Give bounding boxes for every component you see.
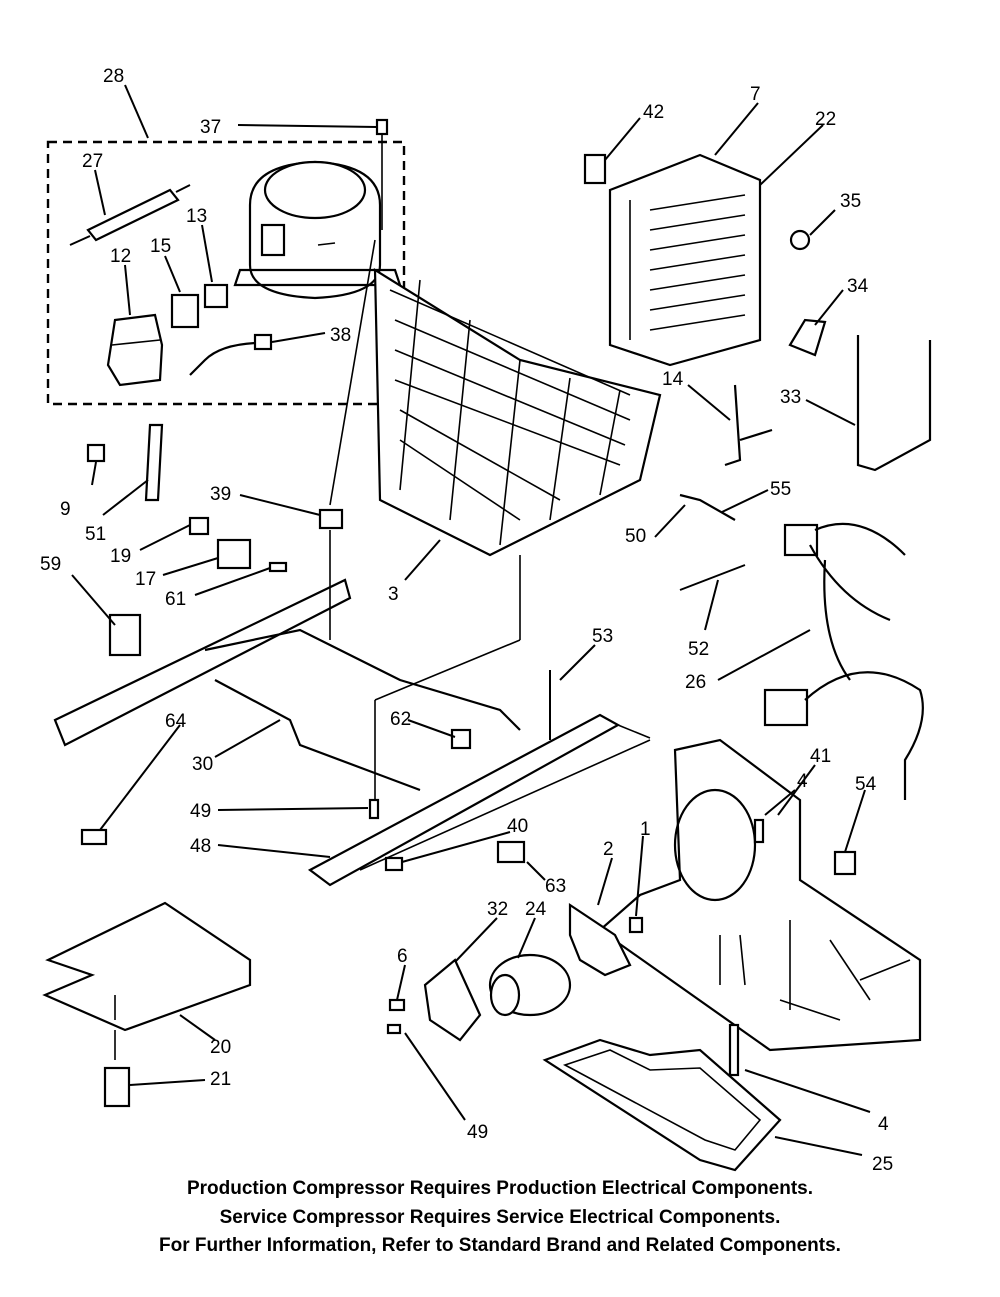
label-3: 3 xyxy=(388,584,399,605)
spring-part-64 xyxy=(80,828,108,846)
heater-part-33 xyxy=(856,335,932,472)
label-25: 25 xyxy=(872,1154,893,1175)
leader-lines xyxy=(71,84,871,1156)
relay-part-15 xyxy=(170,293,200,329)
compressor xyxy=(233,160,402,300)
note-production: Production Compressor Requires Productio… xyxy=(186,1178,814,1199)
label-6: 6 xyxy=(397,946,408,967)
label-1: 1 xyxy=(640,819,651,840)
assembly-lines xyxy=(114,135,651,1020)
label-20: 20 xyxy=(210,1037,231,1058)
rod-part-14 xyxy=(724,384,773,467)
label-24: 24 xyxy=(525,899,547,920)
grommet-part-37 xyxy=(375,118,389,136)
label-41: 41 xyxy=(810,746,831,767)
sensor-part-35 xyxy=(789,229,811,251)
label-32: 32 xyxy=(487,899,508,920)
label-49-bottom: 49 xyxy=(467,1122,488,1143)
grommet-part-21 xyxy=(103,1066,131,1108)
tube-part-51 xyxy=(144,423,164,502)
label-26: 26 xyxy=(685,672,706,693)
harness-part-26 xyxy=(763,522,924,800)
grommet-part-39 xyxy=(318,508,344,530)
clip-part-42 xyxy=(583,153,607,185)
label-30: 30 xyxy=(192,754,213,775)
drain-pan-part-25 xyxy=(542,1038,782,1172)
part-1 xyxy=(628,916,644,934)
label-42: 42 xyxy=(643,102,664,123)
nut-part-54 xyxy=(833,850,857,876)
bracket-part-34 xyxy=(788,318,827,357)
label-52: 52 xyxy=(688,639,709,660)
screw-part-4-top xyxy=(753,818,765,844)
label-12: 12 xyxy=(110,246,131,267)
label-35: 35 xyxy=(840,191,861,212)
cover-plate-part-20 xyxy=(42,901,252,1032)
part-labels: 28 37 27 13 15 12 38 42 7 22 35 34 14 33… xyxy=(40,66,893,1175)
label-14: 14 xyxy=(662,369,684,390)
label-33: 33 xyxy=(780,387,801,408)
screw-part-49-top xyxy=(368,798,380,820)
label-59: 59 xyxy=(40,554,61,575)
label-13: 13 xyxy=(186,206,207,227)
label-38: 38 xyxy=(330,325,351,346)
label-15: 15 xyxy=(150,236,171,257)
evaporator-part-22 xyxy=(608,153,762,367)
label-50: 50 xyxy=(625,526,646,547)
label-2: 2 xyxy=(603,839,614,860)
part-62 xyxy=(450,728,472,750)
start-device-part-12 xyxy=(106,313,164,387)
part-17 xyxy=(216,538,252,570)
bracket-part-59 xyxy=(108,613,142,657)
label-7: 7 xyxy=(750,84,761,105)
label-28: 28 xyxy=(103,66,124,87)
label-19: 19 xyxy=(110,546,131,567)
label-22: 22 xyxy=(815,109,836,130)
nut-part-40 xyxy=(384,856,404,872)
label-34: 34 xyxy=(847,276,869,297)
label-51: 51 xyxy=(85,524,106,545)
label-48: 48 xyxy=(190,836,211,857)
label-9: 9 xyxy=(60,499,71,520)
label-4-bottom: 4 xyxy=(878,1114,889,1135)
label-39: 39 xyxy=(210,484,231,505)
label-61: 61 xyxy=(165,589,186,610)
label-62: 62 xyxy=(390,709,411,730)
label-63: 63 xyxy=(545,876,566,897)
label-49-top: 49 xyxy=(190,801,211,822)
label-53: 53 xyxy=(592,626,613,647)
label-21: 21 xyxy=(210,1069,231,1090)
label-55: 55 xyxy=(770,479,791,500)
frame-part-30 xyxy=(53,578,521,792)
wire-part-38 xyxy=(189,333,273,376)
compressor-kit-outline xyxy=(46,140,406,406)
note-service: Service Compressor Requires Service Elec… xyxy=(219,1207,781,1228)
drier-part-27 xyxy=(69,184,191,246)
label-37: 37 xyxy=(200,117,221,138)
bushing-part-63 xyxy=(496,840,526,864)
bracket-part-32 xyxy=(423,958,482,1042)
label-17: 17 xyxy=(135,569,156,590)
fan-blade-part-2 xyxy=(568,902,632,977)
part-19 xyxy=(188,516,210,536)
screw-part-61 xyxy=(268,561,288,573)
note-further-info: For Further Information, Refer to Standa… xyxy=(159,1235,841,1256)
screw-part-52 xyxy=(679,564,746,591)
label-27: 27 xyxy=(82,151,103,172)
clip-part-50 xyxy=(679,493,736,521)
label-4-top: 4 xyxy=(797,771,808,792)
label-54: 54 xyxy=(855,774,877,795)
screw-part-49-bottom xyxy=(386,1023,402,1035)
screw-part-6 xyxy=(388,998,406,1012)
label-64: 64 xyxy=(165,711,187,732)
fan-motor-part-24 xyxy=(488,953,572,1017)
cap-part-9 xyxy=(86,443,106,463)
label-40: 40 xyxy=(507,816,528,837)
bracket-part-41 xyxy=(598,738,922,1052)
screw-part-4-bottom xyxy=(728,1023,740,1077)
overload-part-13 xyxy=(203,283,229,309)
condenser-part-3 xyxy=(373,267,662,557)
